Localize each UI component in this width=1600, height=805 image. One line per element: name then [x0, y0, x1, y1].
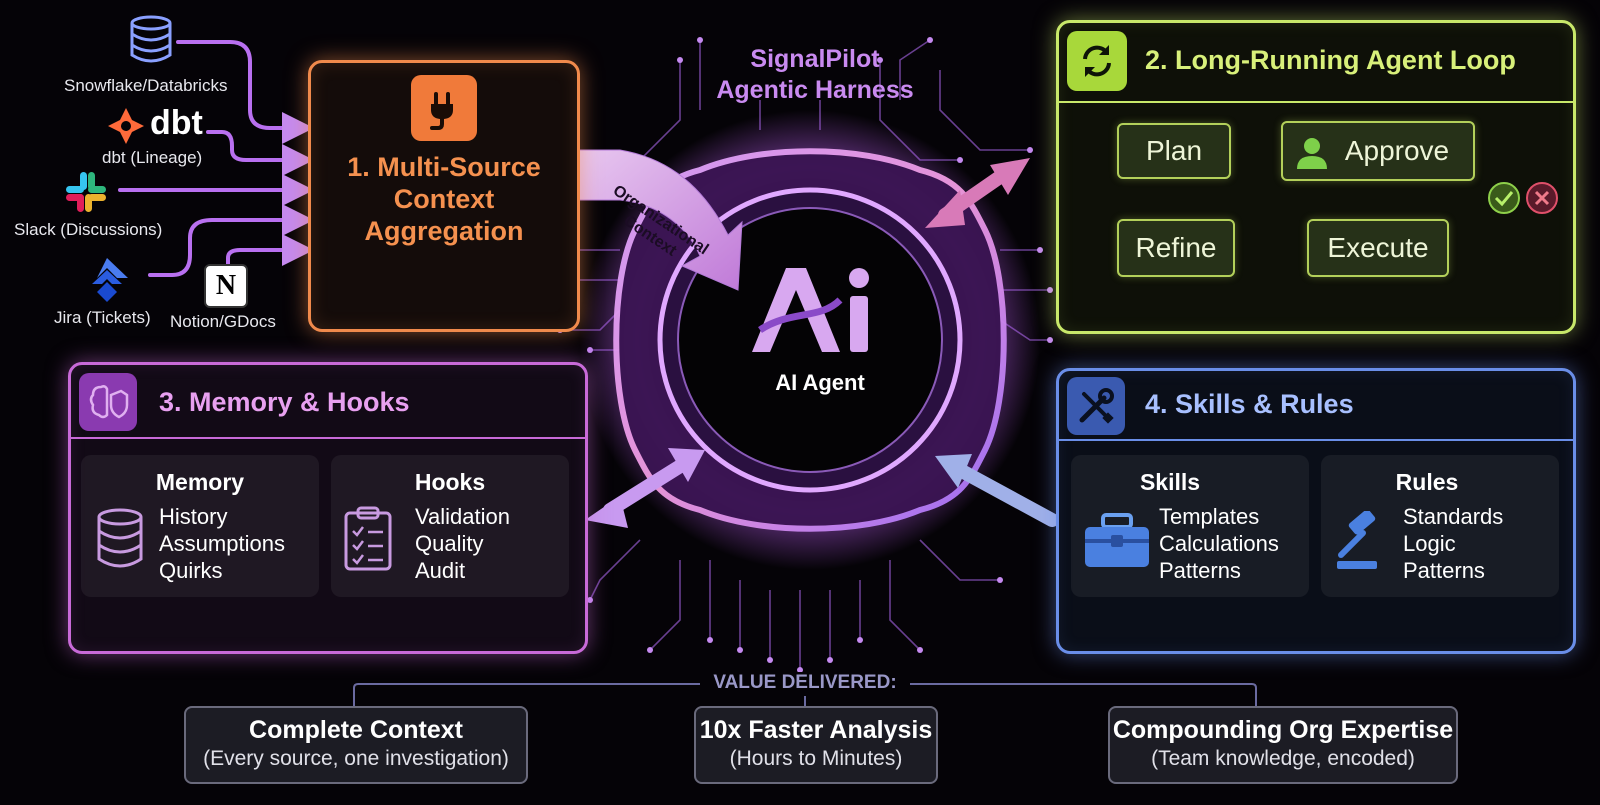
ai-logo-text: Ai	[752, 268, 753, 269]
value-card-title: Complete Context	[249, 716, 463, 744]
loop-node-refine: Refine	[1117, 219, 1235, 277]
value-card-faster-analysis: 10x Faster Analysis (Hours to Minutes)	[694, 706, 938, 784]
loop-node-approve-label: Approve	[1344, 135, 1450, 166]
memory-card: Memory History Assumptions Quirks	[81, 455, 319, 597]
refresh-icon	[1067, 31, 1127, 91]
value-card-subtitle: (Hours to Minutes)	[729, 747, 903, 770]
panel-3-title: 3. Memory & Hooks	[159, 387, 410, 417]
hooks-title: Hooks	[414, 469, 486, 495]
value-card-subtitle: (Team knowledge, encoded)	[1151, 747, 1415, 770]
hooks-card: Hooks Validation Quality Audit	[331, 455, 569, 597]
loop-node-approve: Approve	[1281, 121, 1475, 181]
panel-4-divider	[1059, 439, 1573, 441]
toolbox-icon	[1085, 513, 1149, 567]
rules-card: Rules Standards Logic Patterns	[1321, 455, 1559, 597]
panel-multi-source-context: 1. Multi-Source Context Aggregation	[308, 60, 580, 332]
rules-list: Standards Logic Patterns	[1403, 504, 1504, 583]
skills-hub-arrow	[935, 454, 1059, 527]
panel-2-title: 2. Long-Running Agent Loop	[1145, 45, 1516, 75]
panel-2-divider	[1059, 101, 1573, 103]
panel-4-title: 4. Skills & Rules	[1145, 389, 1354, 419]
check-circle-icon	[1488, 182, 1520, 214]
source-label-dbt: dbt (Lineage)	[102, 148, 203, 167]
skills-list: Templates Calculations Patterns	[1159, 504, 1279, 583]
organizational-context-arrow	[575, 149, 743, 291]
notion-logo: N	[204, 264, 248, 308]
clipboard-checklist-icon	[344, 506, 392, 571]
harness-title: SignalPilot Agentic Harness	[716, 45, 914, 104]
source-label-notion: Notion/GDocs	[170, 312, 276, 331]
ai-logo	[752, 268, 869, 352]
panel-3-divider	[71, 437, 585, 439]
value-card-subtitle: (Every source, one investigation)	[203, 747, 509, 770]
database-icon	[130, 15, 172, 63]
panel-skills-rules: 4. Skills & Rules Skills Templates Calcu…	[1056, 368, 1576, 654]
value-card-title: Compounding Org Expertise	[1112, 716, 1454, 744]
database-icon	[97, 508, 143, 568]
plug-icon	[411, 75, 477, 141]
user-icon	[1297, 138, 1327, 169]
dbt-logo-text: dbt	[150, 104, 203, 142]
dbt-logo	[108, 108, 144, 144]
brain-shield-icon	[79, 373, 137, 431]
loop-node-plan: Plan	[1117, 123, 1231, 179]
source-label-snowflake: Snowflake/Databricks	[64, 76, 228, 95]
loop-node-execute: Execute	[1307, 219, 1449, 277]
value-card-complete-context: Complete Context (Every source, one inve…	[184, 706, 528, 784]
skills-title: Skills	[1139, 469, 1201, 495]
memory-list: History Assumptions Quirks	[159, 504, 285, 583]
skills-card: Skills Templates Calculations Patterns	[1071, 455, 1309, 597]
value-delivered-label: VALUE DELIVERED:	[700, 672, 910, 694]
tools-icon	[1067, 377, 1125, 435]
memory-title: Memory	[155, 469, 245, 495]
source-label-jira: Jira (Tickets)	[54, 308, 151, 327]
panel-agent-loop: 2. Long-Running Agent Loop Plan Approve …	[1056, 20, 1576, 334]
ai-agent-label: AI Agent	[775, 370, 865, 395]
panel-1-title: 1. Multi-Source Context Aggregation	[347, 152, 541, 246]
hooks-list: Validation Quality Audit	[415, 504, 510, 583]
cross-circle-icon	[1526, 182, 1558, 214]
value-card-title: 10x Faster Analysis	[699, 716, 933, 744]
slack-logo	[66, 172, 106, 212]
panel-memory-hooks: 3. Memory & Hooks Memory History Assumpt…	[68, 362, 588, 654]
jira-logo	[92, 258, 128, 302]
value-card-org-expertise: Compounding Org Expertise (Team knowledg…	[1108, 706, 1458, 784]
value-bracket	[353, 683, 1257, 706]
gavel-icon	[1337, 511, 1377, 569]
memory-hub-arrow	[585, 448, 705, 528]
source-flow-lines	[118, 40, 314, 277]
source-label-slack: Slack (Discussions)	[14, 220, 163, 239]
rules-title: Rules	[1395, 469, 1459, 495]
